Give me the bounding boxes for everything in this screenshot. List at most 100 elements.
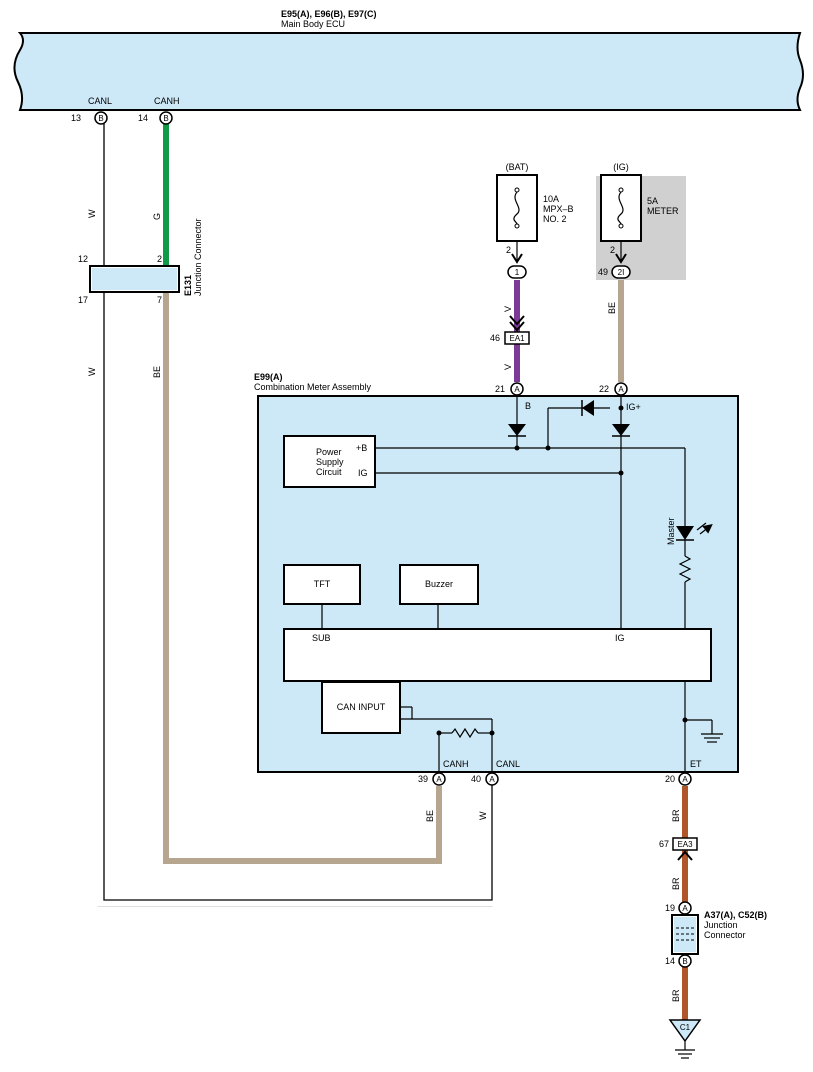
ecu-canl-conn: B bbox=[98, 114, 103, 123]
ecu-canl-label: CANL bbox=[88, 96, 112, 106]
a37-line1: Junction bbox=[704, 920, 738, 930]
fuse-ig-name: METER bbox=[647, 206, 679, 216]
buzzer-box bbox=[399, 564, 479, 605]
wire-color-be3: BE bbox=[425, 810, 435, 822]
wire-color-br1: BR bbox=[671, 809, 681, 822]
tft-label: TFT bbox=[314, 579, 331, 589]
ecu-canh-conn: B bbox=[163, 114, 168, 123]
wire-color-be1: BE bbox=[152, 366, 162, 378]
a37-pin19: 19 bbox=[665, 903, 675, 913]
wire-color-w1: W bbox=[87, 209, 97, 218]
ea3-num: 67 bbox=[659, 839, 669, 849]
e131-pin2: 2 bbox=[157, 254, 162, 264]
fuse-ig-pin: 2 bbox=[610, 245, 615, 255]
psc-line3: Circuit bbox=[316, 467, 342, 477]
e131-pin17: 17 bbox=[78, 295, 88, 305]
e131-id: E131 bbox=[183, 275, 193, 296]
ecu-canh-pin: 14 bbox=[138, 113, 148, 123]
diode-b bbox=[508, 424, 526, 436]
a37-connectors: A37(A), C52(B) bbox=[704, 910, 767, 920]
meter-name: Combination Meter Assembly bbox=[254, 382, 372, 392]
meter-terminal-20 bbox=[678, 772, 692, 786]
wire-color-g: G bbox=[152, 213, 162, 220]
fuse-ig bbox=[600, 174, 642, 242]
cpu-sub-label: SUB bbox=[312, 633, 331, 643]
tft-box bbox=[283, 564, 361, 605]
meter-b-label: B bbox=[525, 401, 531, 411]
meter-pin40: 40 bbox=[471, 774, 481, 784]
wire-color-v2: V bbox=[503, 364, 513, 370]
a37-terminal-14-conn: B bbox=[682, 957, 687, 966]
e131-pin12: 12 bbox=[78, 254, 88, 264]
fuse-bat-connector bbox=[507, 265, 527, 279]
diode-ig-to-b bbox=[582, 400, 594, 416]
fuse-ig-conn-num: 49 bbox=[598, 267, 608, 277]
meter-terminal-39-conn: A bbox=[436, 775, 442, 784]
can-input-box bbox=[321, 681, 401, 734]
meter-connector: E99(A) bbox=[254, 372, 283, 382]
fuse-bat-rating: 10A bbox=[543, 194, 559, 204]
psc-b: +B bbox=[356, 443, 367, 453]
master-led bbox=[676, 526, 694, 540]
a37-pin14: 14 bbox=[665, 956, 675, 966]
a37-line2: Connector bbox=[704, 930, 746, 940]
meter-pin21: 21 bbox=[495, 384, 505, 394]
ea3-label: EA3 bbox=[677, 840, 693, 849]
power-supply-circuit bbox=[283, 435, 376, 488]
ea1-num: 46 bbox=[490, 333, 500, 343]
wire-color-v1: V bbox=[503, 306, 513, 312]
e131-name: Junction Connector bbox=[193, 218, 203, 296]
ea3-connector bbox=[672, 837, 698, 851]
meter-cpu-box bbox=[283, 628, 712, 682]
meter-pin39: 39 bbox=[418, 774, 428, 784]
ecu-canh-label: CANH bbox=[154, 96, 180, 106]
ecu-canh-terminal bbox=[159, 111, 173, 125]
fuse-ig-source: (IG) bbox=[613, 162, 629, 172]
ground-point-c1 bbox=[668, 1019, 702, 1043]
a37-terminal-14 bbox=[678, 954, 692, 968]
wire-color-w3: W bbox=[478, 811, 488, 820]
wire-canh-be bbox=[163, 292, 442, 864]
diode-ig bbox=[612, 424, 630, 436]
psc-ig: IG bbox=[358, 468, 368, 478]
fuse-ig-connector bbox=[611, 265, 631, 279]
meter-terminal-40-conn: A bbox=[489, 775, 495, 784]
meter-canl-label: CANL bbox=[496, 759, 520, 769]
fuse-bat-pin: 2 bbox=[506, 245, 511, 255]
wire-color-w2: W bbox=[87, 367, 97, 376]
fuse-ig-rating: 5A bbox=[647, 196, 658, 206]
ecu-name-label: Main Body ECU bbox=[281, 19, 345, 29]
a37-terminal-19-conn: A bbox=[682, 904, 688, 913]
can-input-label: CAN INPUT bbox=[337, 702, 386, 712]
meter-canh-label: CANH bbox=[443, 759, 469, 769]
meter-terminal-21-conn: A bbox=[514, 385, 520, 394]
fuse-ig-conn-pin: 2I bbox=[618, 268, 625, 277]
meter-terminal-22-conn: A bbox=[618, 385, 624, 394]
fuse-bat bbox=[496, 174, 538, 242]
meter-terminal-20-conn: A bbox=[682, 775, 688, 784]
meter-et-label: ET bbox=[690, 759, 702, 769]
psc-line1: Power bbox=[316, 447, 342, 457]
buzzer-label: Buzzer bbox=[425, 579, 453, 589]
ea1-label: EA1 bbox=[509, 334, 525, 343]
ea1-connector bbox=[504, 331, 530, 345]
ecu-connectors-label: E95(A), E96(B), E97(C) bbox=[281, 9, 377, 19]
ecu-canl-pin: 13 bbox=[71, 113, 81, 123]
meter-terminal-40 bbox=[485, 772, 499, 786]
cpu-ig-label: IG bbox=[615, 633, 625, 643]
fuse-bat-conn-pin: 1 bbox=[515, 268, 520, 277]
fuse-bat-name1: MPX–B bbox=[543, 204, 574, 214]
wire-color-be2: BE bbox=[607, 302, 617, 314]
meter-ig-plus-label: IG+ bbox=[626, 402, 641, 412]
psc-line2: Supply bbox=[316, 457, 344, 467]
meter-internal-wiring bbox=[321, 395, 723, 772]
ground-label: C1 bbox=[680, 1023, 691, 1032]
wire-color-br2: BR bbox=[671, 877, 681, 890]
master-label: Master bbox=[666, 517, 676, 545]
meter-pin22: 22 bbox=[599, 384, 609, 394]
fuse-bat-source: (BAT) bbox=[506, 162, 529, 172]
meter-pin20: 20 bbox=[665, 774, 675, 784]
ecu-box bbox=[13, 32, 804, 111]
wire-color-br3: BR bbox=[671, 989, 681, 1002]
